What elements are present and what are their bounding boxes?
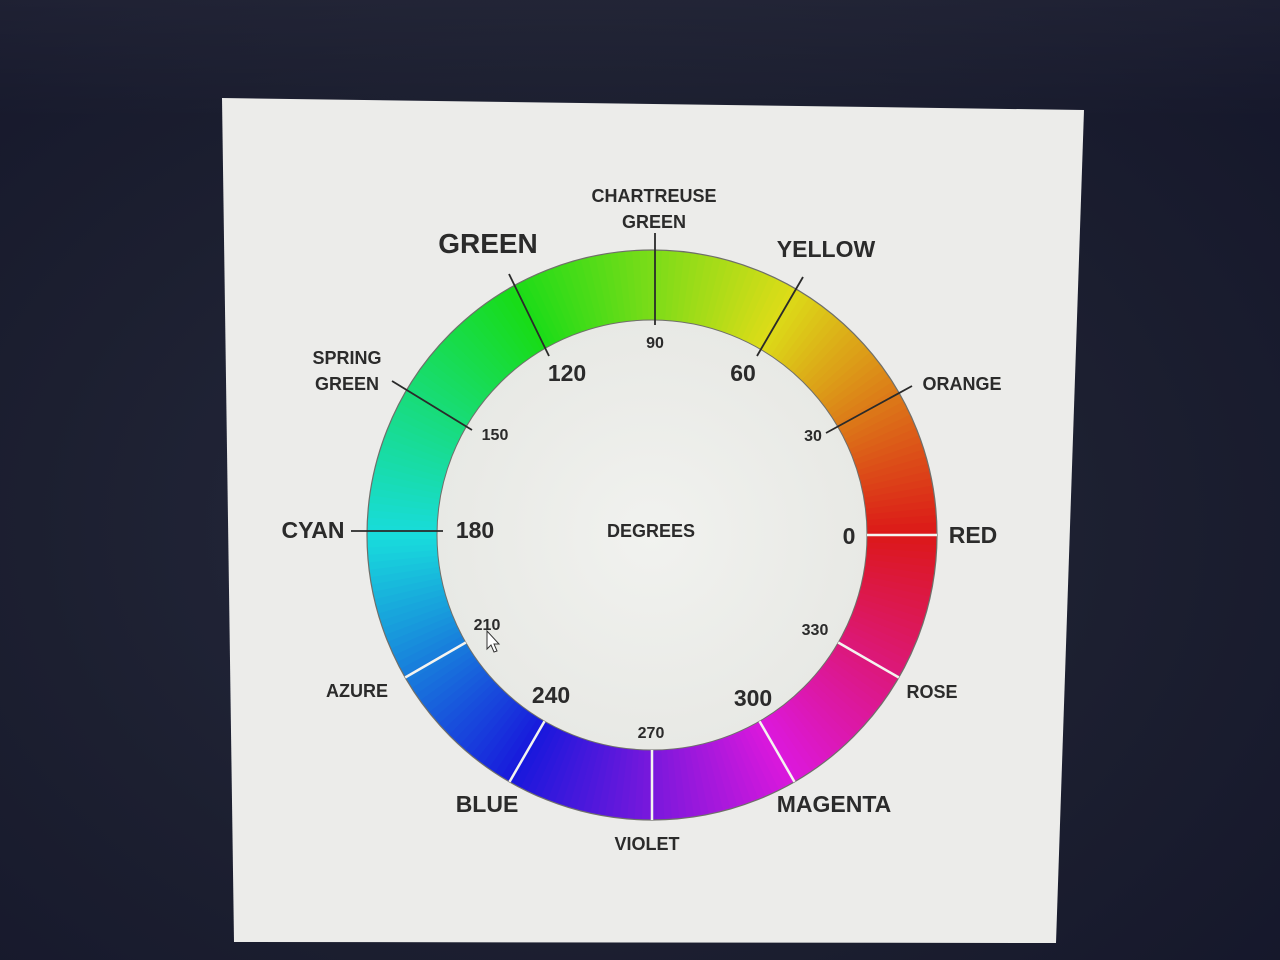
center-label: DEGREES	[607, 521, 695, 541]
degree-label-210: 210	[474, 617, 501, 634]
degree-label-150: 150	[482, 427, 509, 444]
degree-label-180: 180	[456, 517, 494, 543]
ring-divider-300	[758, 720, 796, 783]
leader-line-120	[508, 273, 550, 357]
degree-label-0: 0	[843, 523, 856, 549]
mouse-cursor-icon	[486, 629, 501, 653]
ring-divider-210	[404, 641, 467, 679]
degree-labels: 0 30 60 90 120 150 180 210 240 270 300 330	[456, 335, 856, 742]
color-label-violet: VIOLET	[614, 834, 679, 854]
color-label-chartreuse-green-line-1: CHARTREUSE	[591, 186, 716, 206]
leader-lines	[351, 233, 913, 532]
degree-label-30: 30	[804, 428, 822, 445]
degree-label-60: 60	[730, 360, 756, 386]
color-label-yellow: YELLOW	[777, 236, 876, 262]
screen-glare	[0, 0, 1280, 120]
color-label-green: GREEN	[438, 228, 538, 259]
color-label-magenta: MAGENTA	[777, 791, 892, 817]
color-label-spring-green-line-1: SPRING	[312, 348, 381, 368]
degree-label-120: 120	[548, 360, 586, 386]
degree-label-240: 240	[532, 682, 570, 708]
leader-line-150	[391, 380, 473, 431]
leader-line-30	[825, 385, 913, 434]
ring-divider-330	[837, 641, 900, 679]
color-label-chartreuse-green-line-2: GREEN	[622, 212, 686, 232]
color-label-blue: BLUE	[456, 791, 519, 817]
color-name-labels: RED ORANGE YELLOW CHARTREUSE GREEN GREEN SPRIN…	[281, 186, 1001, 854]
color-label-azure: AZURE	[326, 681, 388, 701]
degree-label-300: 300	[734, 685, 772, 711]
color-label-red: RED	[949, 522, 998, 548]
color-label-spring-green-line-2: GREEN	[315, 374, 379, 394]
color-label-orange: ORANGE	[922, 374, 1001, 394]
degree-label-90: 90	[646, 335, 664, 352]
degree-label-330: 330	[802, 622, 829, 639]
ring-dividers	[404, 533, 937, 820]
leader-line-60	[756, 276, 804, 357]
degree-label-270: 270	[638, 725, 665, 742]
color-label-cyan: CYAN	[281, 517, 344, 543]
color-label-rose: ROSE	[906, 682, 957, 702]
ring-divider-240	[508, 720, 546, 783]
